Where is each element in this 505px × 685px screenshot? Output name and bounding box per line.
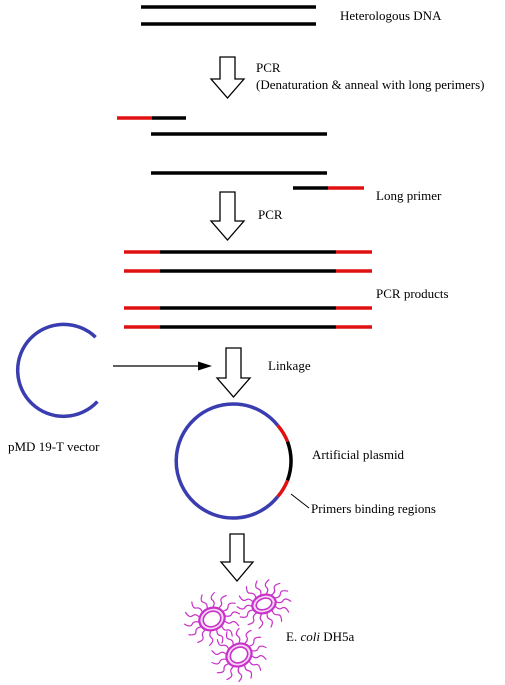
flagellum <box>200 594 208 610</box>
flagellum <box>223 619 240 627</box>
flagellum <box>220 624 233 637</box>
flagellum <box>244 663 253 679</box>
down-arrow-icon <box>209 56 246 99</box>
flagellum <box>248 659 262 671</box>
bacterium-icon <box>211 627 267 683</box>
flagellum <box>183 621 201 627</box>
bacterium-icon <box>183 592 241 646</box>
down-arrow-icon <box>209 191 246 241</box>
ecoli-suffix: DH5a <box>320 629 355 644</box>
flagellum <box>250 645 267 652</box>
artificial-plasmid-label: Artificial plasmid <box>312 447 405 462</box>
flagellum <box>275 598 292 604</box>
vector-open-circle <box>15 322 99 419</box>
pcr-step1-title: PCR <box>256 60 281 75</box>
plasmid-vector-arc <box>174 402 280 520</box>
flagellum <box>245 586 257 599</box>
flagellum <box>273 590 289 599</box>
ecoli-italic: coli <box>300 629 320 644</box>
flagellum <box>184 611 201 619</box>
flagellum <box>239 609 255 618</box>
flagellum <box>217 595 227 609</box>
flagellum <box>216 639 230 651</box>
pcr-products <box>124 250 372 329</box>
plasmid-insert-dna <box>285 440 293 482</box>
flagellum <box>255 580 262 597</box>
flagellum <box>247 636 262 647</box>
linkage-arrowhead-icon <box>198 361 212 371</box>
cell-membrane <box>229 646 249 664</box>
flagellum <box>258 612 264 629</box>
primers-binding-pointer <box>290 493 310 509</box>
down-arrow-icon <box>219 533 255 583</box>
flagellum <box>188 626 203 636</box>
pcr-step2-label: PCR <box>258 207 283 222</box>
linkage-label: Linkage <box>268 358 311 373</box>
ecoli-label: E. coli DH5a <box>286 629 354 644</box>
bacterium-icon <box>236 579 292 629</box>
flagellum <box>237 665 243 683</box>
long-primer-label: Long primer <box>376 188 442 203</box>
primers-binding-regions-label: Primers binding regions <box>311 501 436 516</box>
flagellum <box>243 629 252 645</box>
cell-membrane <box>202 610 222 628</box>
flagellum <box>274 605 290 613</box>
plasmid-primer-region-top <box>276 424 290 443</box>
flagellum <box>216 663 231 674</box>
pcr-products-label: PCR products <box>376 286 449 301</box>
artificial-plasmid <box>174 402 293 520</box>
plasmid-primer-region-bottom <box>276 479 290 498</box>
flagellum <box>235 627 241 645</box>
flagellum <box>211 650 228 656</box>
flagellum <box>236 604 253 610</box>
bacteria-group <box>183 579 292 683</box>
heterologous-dna <box>141 5 316 26</box>
flagellum <box>250 654 267 660</box>
annealed-strands <box>117 116 364 190</box>
flagellum <box>221 602 236 612</box>
flagellum <box>225 631 234 647</box>
heterologous-dna-label: Heterologous DNA <box>340 8 442 23</box>
flagellum <box>191 601 204 614</box>
flagellum <box>226 665 235 681</box>
flagellum <box>271 609 283 622</box>
flagellum <box>209 629 214 646</box>
flagellum <box>266 611 273 628</box>
flagellum <box>211 658 228 665</box>
flagellum <box>270 582 281 597</box>
flagellum <box>223 611 241 617</box>
pcr-step1-detail: (Denaturation & anneal with long perimer… <box>256 77 485 92</box>
flagellum <box>197 629 207 643</box>
flagellum <box>210 592 215 609</box>
cell-membrane <box>255 597 273 611</box>
flagellum <box>264 579 270 596</box>
vector-label: pMD 19-T vector <box>8 439 100 454</box>
flagellum <box>247 611 258 626</box>
flagellum <box>238 595 254 603</box>
flagellum <box>216 628 224 644</box>
down-arrow-icon <box>215 347 252 398</box>
ecoli-prefix: E. <box>286 629 300 644</box>
